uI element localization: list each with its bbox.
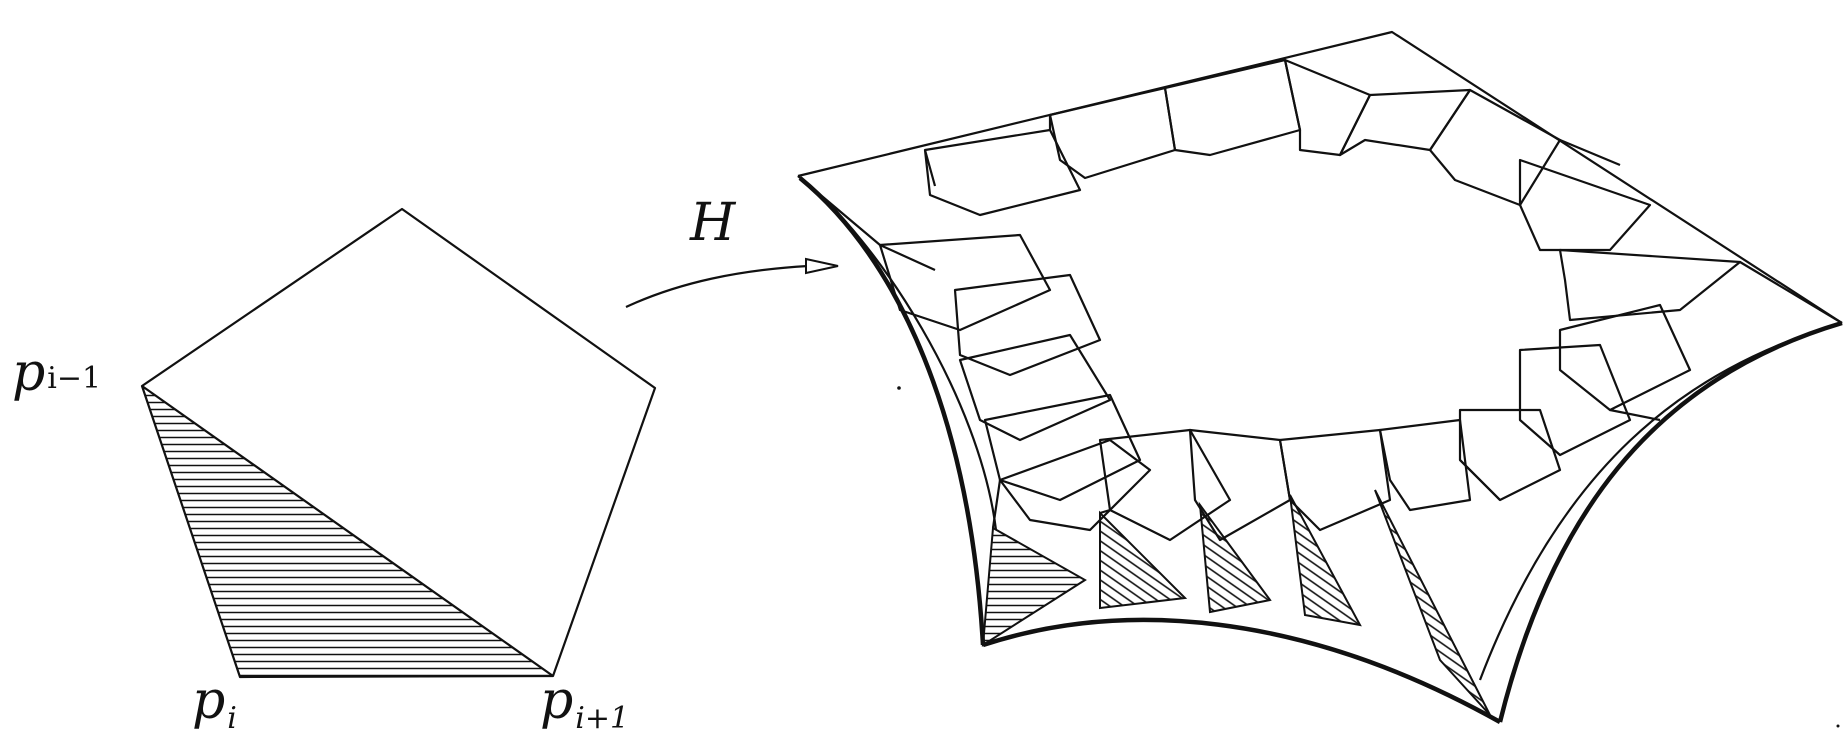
map-arrow xyxy=(625,257,839,308)
surface-spokes xyxy=(797,115,1843,529)
pentagon-ring xyxy=(878,58,1742,542)
speck-mark xyxy=(1836,724,1840,728)
pentagon-diagonal xyxy=(141,385,554,677)
label-p-i-minus-1: pi−1 xyxy=(12,343,101,403)
left-rim xyxy=(798,176,986,646)
right-rim-inner xyxy=(1478,321,1843,681)
bottom-rim xyxy=(982,617,1502,724)
hatched-wedge-1 xyxy=(981,526,1087,647)
pentagon-figure xyxy=(140,207,657,679)
map-label-H: H xyxy=(689,193,737,253)
hatched-wedge-2 xyxy=(1099,510,1188,610)
mapped-surface xyxy=(797,30,1843,728)
pentagon xyxy=(140,207,657,679)
outer-boundary-top xyxy=(797,30,1843,324)
hatched-wedge-4 xyxy=(1289,494,1362,627)
left-rim-inner xyxy=(797,175,998,531)
hatched-wedge-5 xyxy=(1374,489,1491,716)
label-p-i-plus-1: pi+1 xyxy=(540,671,629,736)
arrow-head xyxy=(805,257,839,275)
right-rim xyxy=(1497,320,1843,723)
hatched-wedge-3 xyxy=(1198,501,1272,614)
label-p-i: pi xyxy=(192,671,237,736)
speck-mark xyxy=(897,386,901,390)
